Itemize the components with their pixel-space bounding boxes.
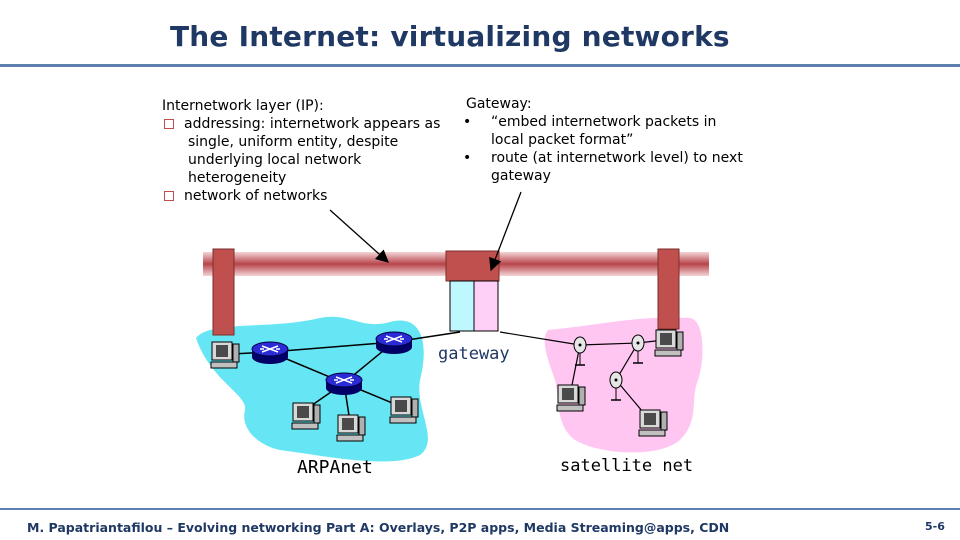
host-computer-icon bbox=[638, 409, 668, 437]
gateway-top bbox=[445, 250, 500, 282]
host-computer-icon bbox=[291, 402, 321, 430]
square-bullet-icon bbox=[164, 191, 174, 201]
footer-text: M. Papatriantafilou – Evolving networkin… bbox=[27, 520, 730, 535]
bullet-dot-icon: • bbox=[463, 150, 472, 166]
gateway-satellite-side bbox=[473, 280, 499, 332]
bullet-text: “embed internetwork packets in bbox=[491, 114, 717, 130]
bullet-continuation: heterogeneity bbox=[188, 170, 287, 186]
bullet-continuation: underlying local network bbox=[188, 152, 362, 168]
host-computer-icon bbox=[210, 341, 240, 369]
arrow-to-gateway bbox=[489, 191, 522, 272]
bullet-addressing: addressing: internetwork appears as bbox=[162, 115, 462, 133]
bullet-text: network of networks bbox=[184, 188, 328, 204]
internetwork-heading: Internetwork layer (IP): bbox=[162, 98, 324, 114]
bullet-dot-icon: • bbox=[463, 114, 472, 130]
router-icon bbox=[251, 341, 289, 365]
host-computer-icon bbox=[389, 396, 419, 424]
bullet-route: • route (at internetwork level) to next bbox=[463, 149, 783, 167]
arpanet-attachment-link bbox=[212, 248, 235, 336]
gateway-arpanet-side bbox=[449, 280, 475, 332]
internetwork-layer-text: Internetwork layer (IP): addressing: int… bbox=[162, 97, 462, 205]
router-icon bbox=[375, 331, 413, 355]
router-icon bbox=[325, 372, 363, 396]
host-computer-icon bbox=[654, 329, 684, 357]
title-divider bbox=[0, 64, 960, 67]
gateway-text: Gateway: • “embed internetwork packets i… bbox=[463, 95, 783, 185]
satellite-attachment-link bbox=[657, 248, 680, 330]
arrow-to-backbone bbox=[329, 209, 389, 263]
page-title: The Internet: virtualizing networks bbox=[170, 20, 730, 53]
bullet-continuation: single, uniform entity, despite bbox=[188, 134, 399, 150]
bullet-continuation: gateway bbox=[491, 168, 551, 184]
host-computer-icon bbox=[336, 414, 366, 442]
bullet-continuation: local packet format” bbox=[491, 132, 634, 148]
page-number: 5-6 bbox=[925, 520, 945, 533]
gateway-heading: Gateway: bbox=[466, 96, 532, 112]
bullet-text: route (at internetwork level) to next bbox=[491, 150, 743, 166]
host-computer-icon bbox=[556, 384, 586, 412]
bullet-network-of-networks: network of networks bbox=[162, 187, 462, 205]
satellite-net-label: satellite net bbox=[560, 456, 693, 476]
square-bullet-icon bbox=[164, 119, 174, 129]
bullet-text: addressing: internetwork appears as bbox=[184, 116, 441, 132]
arpanet-label: ARPAnet bbox=[297, 457, 373, 478]
footer-divider bbox=[0, 508, 960, 510]
gateway-label: gateway bbox=[438, 344, 510, 364]
bullet-embed: • “embed internetwork packets in bbox=[463, 113, 783, 131]
